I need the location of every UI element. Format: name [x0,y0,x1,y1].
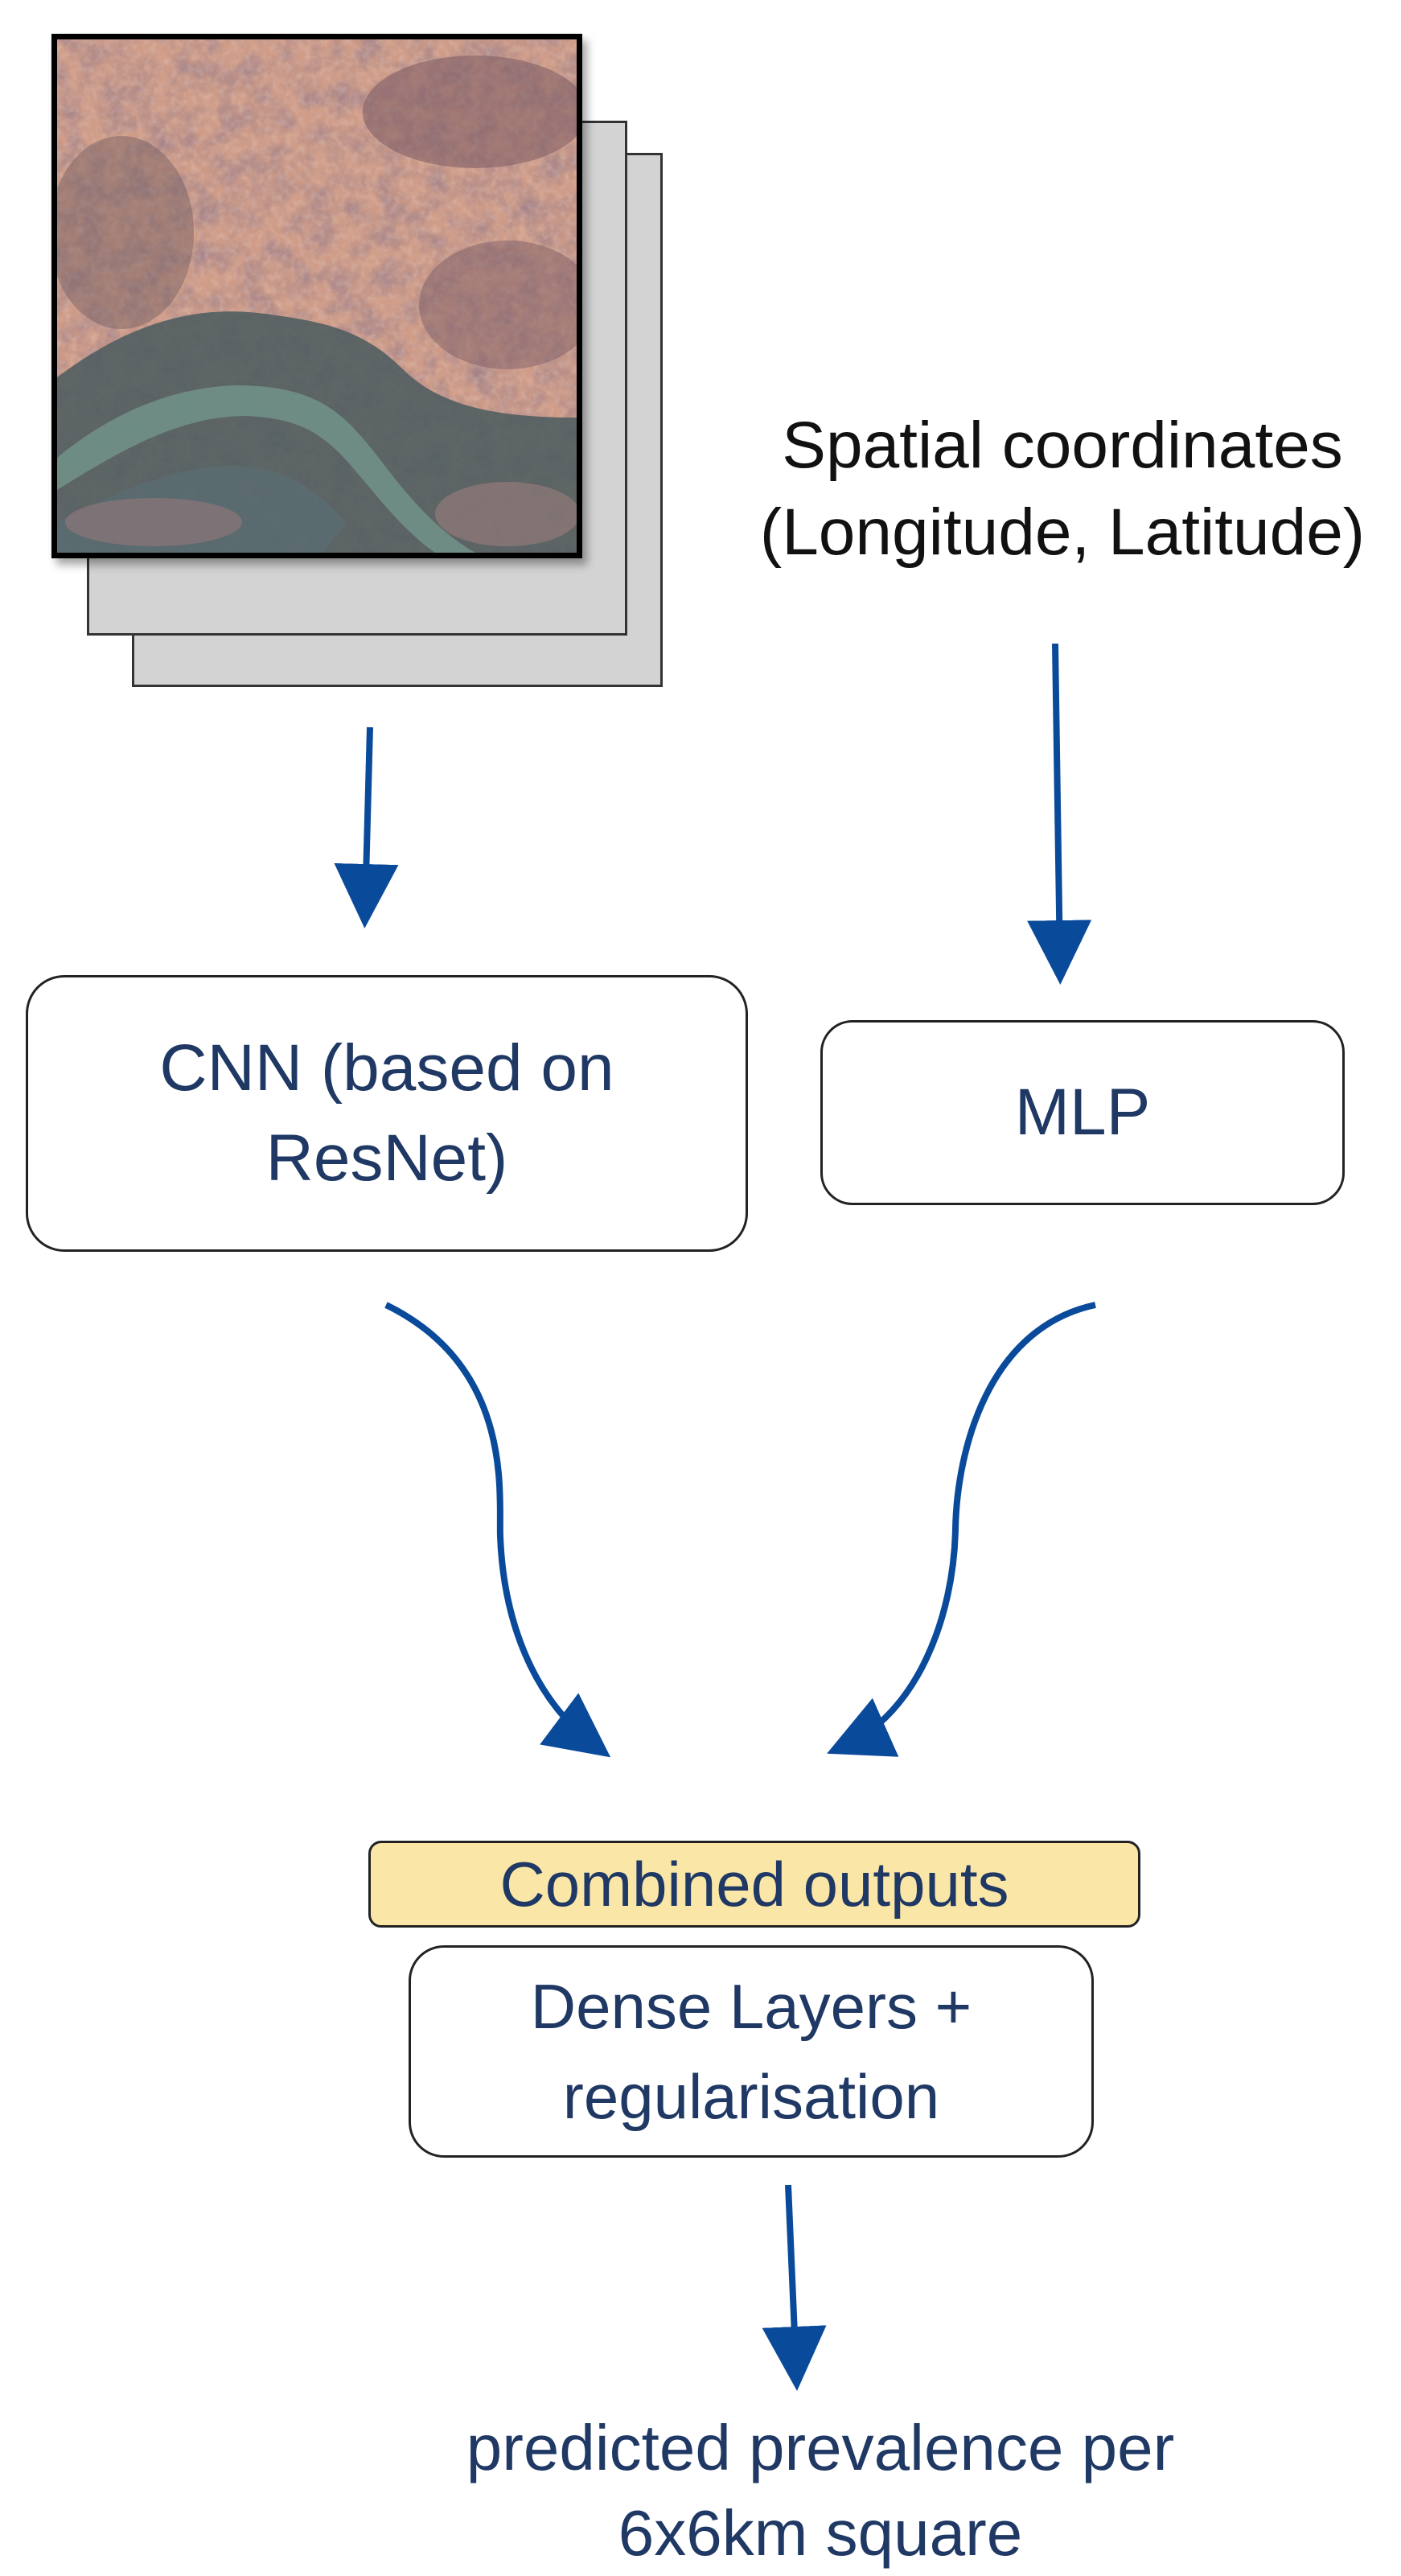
arrow-cnn-to-combined [384,1302,611,1758]
dense-layers-label: Dense Layers + regularisation [530,1971,972,2132]
combined-outputs-box: Combined outputs [368,1841,1140,1928]
satellite-image [51,34,582,558]
dense-layers-box: Dense Layers + regularisation [409,1945,1094,2158]
arrow-coordinates-to-mlp [1027,643,1092,985]
spatial-coordinates-label: Spatial coordinates (Longitude, Latitude… [724,402,1401,576]
output-line-2: 6x6km square [618,2497,1023,2569]
arrow-dense-to-output [762,2184,827,2391]
cnn-label: CNN (based on ResNet) [159,1031,614,1195]
output-label: predicted prevalence per 6x6km square [338,2405,1303,2576]
satellite-image-graphic [57,39,577,553]
arrow-image-to-cnn [334,726,399,928]
combined-outputs-label: Combined outputs [499,1848,1009,1920]
output-line-1: predicted prevalence per [466,2412,1175,2483]
spatial-coordinates-line-1: Spatial coordinates [782,409,1343,482]
spatial-coordinates-line-2: (Longitude, Latitude) [759,496,1366,569]
mlp-box: MLP [820,1020,1345,1205]
cnn-box: CNN (based on ResNet) [26,975,748,1252]
mlp-label: MLP [1014,1076,1151,1149]
arrow-mlp-to-combined [827,1302,1096,1757]
